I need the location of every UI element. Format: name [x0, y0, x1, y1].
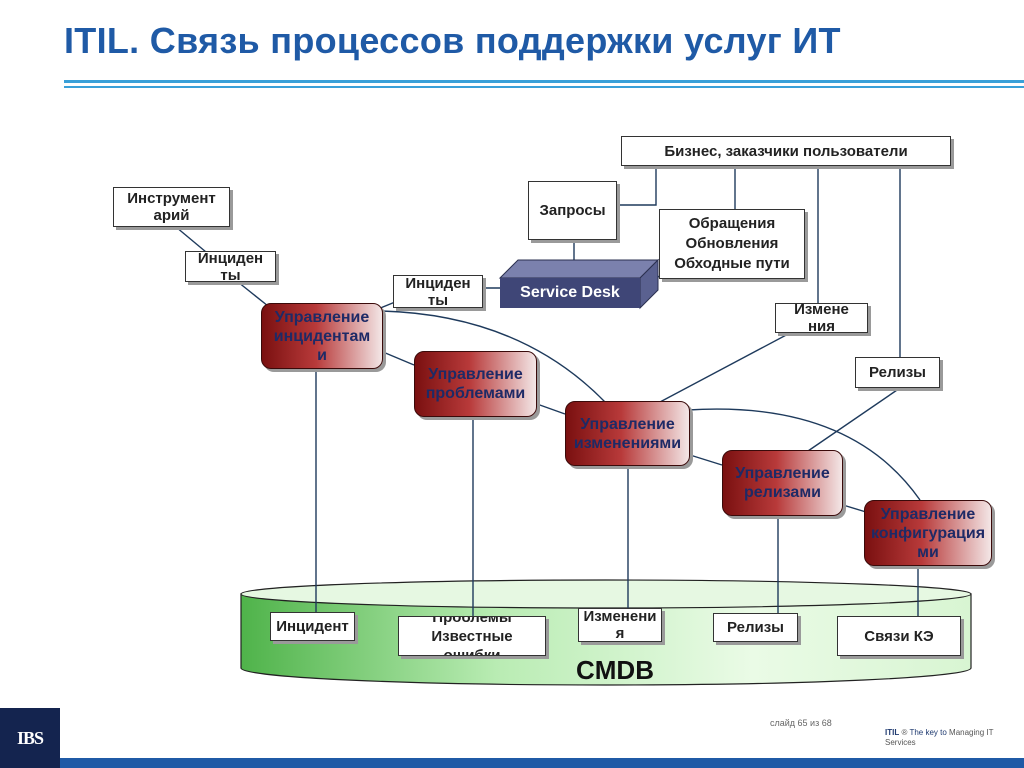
releases-input-label: Релизы [869, 364, 926, 381]
line-procchange-procrelease [689, 454, 723, 466]
change-management-label-line1: Управление [580, 415, 675, 433]
changes-input-box: Измене ния [775, 303, 868, 333]
itil-tagline: ITIL ® The key to Managing IT Services [885, 728, 1015, 748]
incident-management-label-line3: и [317, 346, 327, 364]
incident-management-process: Управление инцидентам и [261, 303, 383, 369]
cmdb-changes-label-line2: я [615, 625, 625, 642]
configuration-management-process: Управление конфигурация ми [864, 500, 992, 566]
incidents-left-label-line1: Инциден [197, 251, 264, 267]
appeals-updates-workarounds-box: Обращения Обновления Обходные пути [659, 209, 805, 279]
business-customers-users-label: Бизнес, заказчики пользователи [664, 142, 908, 160]
changes-input-label-line1: Измене [794, 303, 849, 318]
configuration-management-label-line2: конфигурация [870, 524, 986, 542]
connector-lines [175, 166, 921, 616]
problem-management-label-line1: Управление [428, 366, 523, 383]
title-rule-bottom [64, 86, 1024, 88]
line-procincident-procproblem [382, 351, 415, 366]
updates-label: Обновления [685, 235, 779, 252]
line-instrumentary-incidents [175, 226, 207, 253]
cmdb-known-errors-label: Известные ошибки [431, 627, 513, 656]
title-rule-top [64, 80, 1024, 83]
line-changes-procchange [659, 332, 791, 403]
change-management-label-line2: изменениями [573, 434, 682, 452]
release-management-label-line1: Управление [735, 465, 830, 482]
problem-management-process: Управление проблемами [414, 351, 537, 417]
change-management-process: Управление изменениями [565, 401, 690, 466]
cmdb-releases-label: Релизы [727, 619, 784, 636]
release-management-process: Управление релизами [722, 450, 843, 516]
instrumentary-box: Инструмент арий [113, 187, 230, 227]
ibs-logo: IBS [0, 708, 60, 768]
cmdb-ci-links-box: Связи КЭ [837, 616, 961, 656]
cmdb-label: CMDB [576, 655, 654, 685]
slide-number: слайд 65 из 68 [770, 718, 832, 728]
configuration-management-label-line1: Управление [880, 505, 976, 523]
incident-management-label-line1: Управление [274, 308, 370, 326]
incidents-mid-label-line1: Инциден [405, 275, 471, 292]
business-customers-users-box: Бизнес, заказчики пользователи [621, 136, 951, 166]
release-management-label-line2: релизами [744, 484, 821, 501]
line-procproblem-procchange [536, 403, 566, 415]
cmdb-problems-label: Проблемы [432, 616, 512, 626]
instrumentary-label-line2: арий [153, 207, 190, 224]
appeals-label: Обращения [688, 215, 776, 232]
tagline-brand: ITIL [885, 728, 900, 737]
incidents-left-box: Инциден ты [185, 251, 276, 282]
service-desk-top-face [498, 259, 660, 279]
tagline-rest: Managing IT Services [885, 728, 994, 747]
service-desk-side-face [639, 258, 659, 310]
line-incidents-procincident [237, 281, 269, 307]
line-arc-change-config [687, 408, 921, 501]
incidents-left-label-line2: ты [220, 266, 241, 282]
requests-box: Запросы [528, 181, 617, 240]
line-procrelease-procconfig [842, 504, 867, 513]
cmdb-incident-box: Инцидент [270, 612, 355, 641]
line-arc-incident-change [381, 310, 606, 403]
line-releases-procrelease [807, 387, 901, 452]
cmdb-incident-label: Инцидент [276, 618, 349, 635]
changes-input-label-line2: ния [807, 318, 836, 333]
incidents-mid-label-line2: ты [427, 291, 449, 308]
problem-management-label-line2: проблемами [425, 385, 526, 402]
incident-management-label-line2: инцидентам [273, 327, 371, 345]
service-desk-box: Service Desk [500, 278, 640, 308]
footer-bar [60, 758, 1024, 768]
cmdb-changes-label-line1: Изменени [583, 608, 657, 625]
cmdb-ci-links-label: Связи КЭ [864, 627, 934, 645]
releases-input-box: Релизы [855, 357, 940, 388]
cmdb-problems-box: Проблемы Известные ошибки [398, 616, 546, 656]
requests-label: Запросы [539, 202, 606, 219]
tagline-registered-mark: ® [901, 728, 908, 737]
incidents-mid-box: Инциден ты [393, 275, 483, 308]
slide-title: ITIL. Связь процессов поддержки услуг ИТ [64, 20, 841, 61]
cmdb-changes-box: Изменени я [578, 608, 662, 642]
tagline-key: The key to [909, 728, 947, 737]
line-business-requests [617, 166, 657, 206]
workarounds-label: Обходные пути [674, 255, 790, 272]
configuration-management-label-line3: ми [917, 543, 939, 561]
cmdb-releases-box: Релизы [713, 613, 798, 642]
cmdb-cylinder-top [240, 579, 972, 609]
instrumentary-label-line1: Инструмент [127, 190, 216, 207]
